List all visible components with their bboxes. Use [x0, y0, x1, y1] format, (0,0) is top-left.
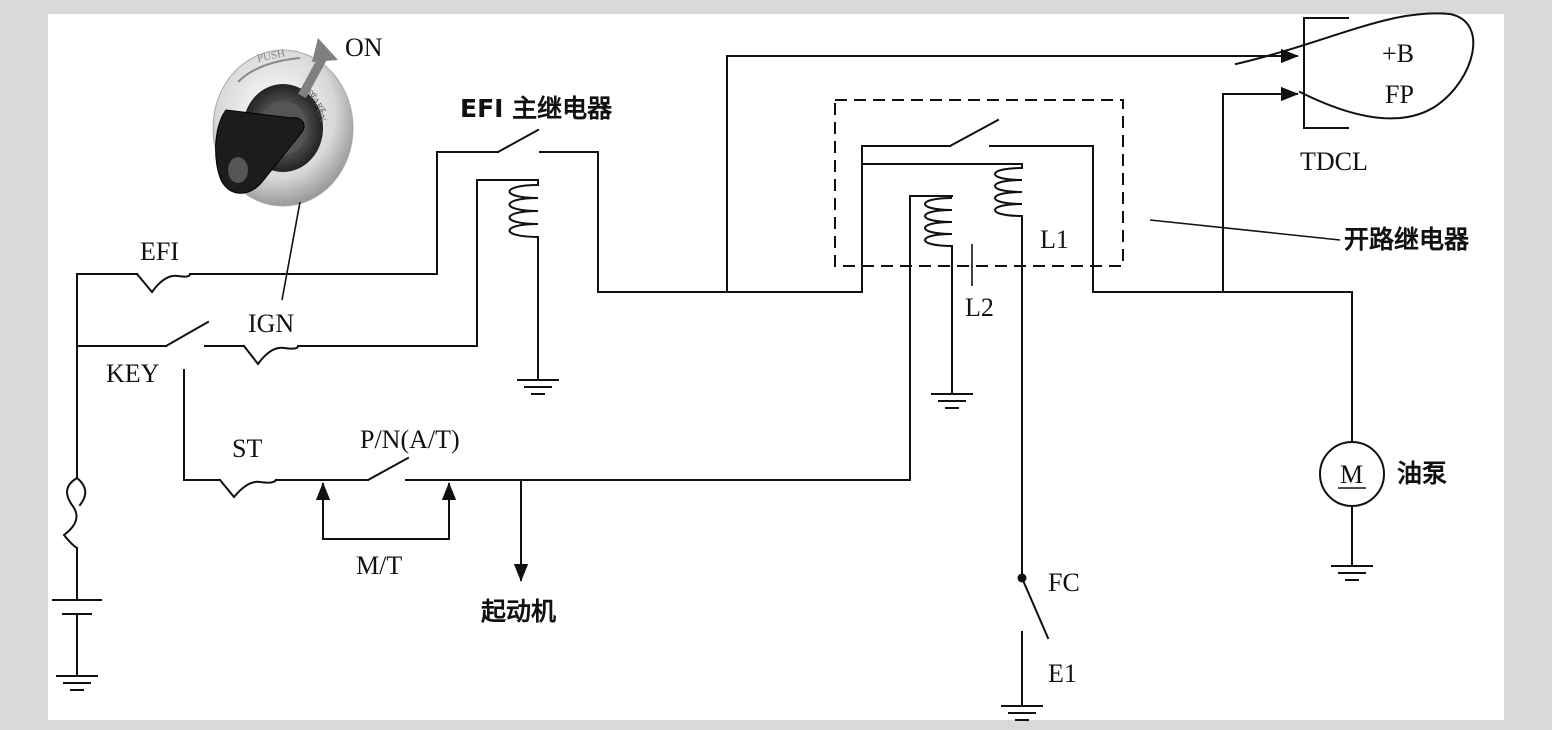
l2-label: L2	[965, 293, 994, 322]
efi-relay-coil-icon	[508, 184, 539, 238]
starter-label: 起动机	[481, 597, 556, 626]
l1-coil-icon	[994, 167, 1023, 217]
key-ign-branch	[76, 320, 478, 366]
ign-fuse-icon	[242, 344, 300, 366]
pn-switch-contact	[366, 456, 410, 482]
l2-coil-icon	[924, 197, 953, 247]
efi-main-relay	[476, 128, 599, 395]
fuel-pump-label: 油泵	[1397, 459, 1447, 488]
plus-b-label: +B	[1382, 39, 1414, 68]
key-leader-line	[281, 201, 301, 301]
fuel-pump-branch	[1092, 86, 1385, 581]
main-power-wiring	[597, 48, 1299, 293]
pn-switch-label: P/N(A/T)	[360, 425, 460, 454]
ign-fuse-label: IGN	[248, 309, 294, 338]
open-circuit-relay-leader	[1149, 219, 1341, 241]
key-label: KEY	[106, 359, 160, 388]
tdcl-connector	[1234, 12, 1475, 129]
ignition-key-illustration: PUSH ACC ON START	[212, 38, 354, 207]
open-circuit-relay-box	[834, 99, 1124, 267]
key-switch-contact	[164, 320, 210, 348]
efi-main-relay-label: EFI 主继电器	[460, 94, 613, 123]
st-fuse-label: ST	[232, 434, 262, 463]
fc-e1-branch	[1001, 573, 1050, 721]
fp-label: FP	[1385, 80, 1414, 109]
efi-fuse-icon	[135, 272, 192, 294]
open-circuit-relay-internals	[861, 118, 1094, 579]
efi-relay-contact	[496, 128, 540, 154]
on-label: ON	[345, 33, 383, 62]
e1-label: E1	[1048, 659, 1077, 688]
motor-label: M	[1340, 460, 1363, 489]
tdcl-jumper-loop	[1234, 12, 1475, 120]
efi-fuse-branch	[76, 151, 499, 294]
tdcl-label: TDCL	[1300, 147, 1368, 176]
open-circuit-relay-label: 开路继电器	[1344, 225, 1470, 254]
l1-label: L1	[1040, 225, 1069, 254]
fc-label: FC	[1048, 568, 1080, 597]
key-on-marking: ON	[314, 107, 328, 123]
key-push-marking: PUSH	[256, 47, 286, 65]
battery-and-main-bus	[52, 273, 102, 691]
st-branch	[183, 195, 911, 582]
st-fuse-icon	[218, 478, 278, 499]
circuit-opening-relay-contact	[948, 118, 1000, 148]
fc-switch-contact	[1020, 576, 1050, 640]
mt-label: M/T	[356, 551, 402, 580]
efi-fuse-label: EFI	[140, 237, 179, 266]
